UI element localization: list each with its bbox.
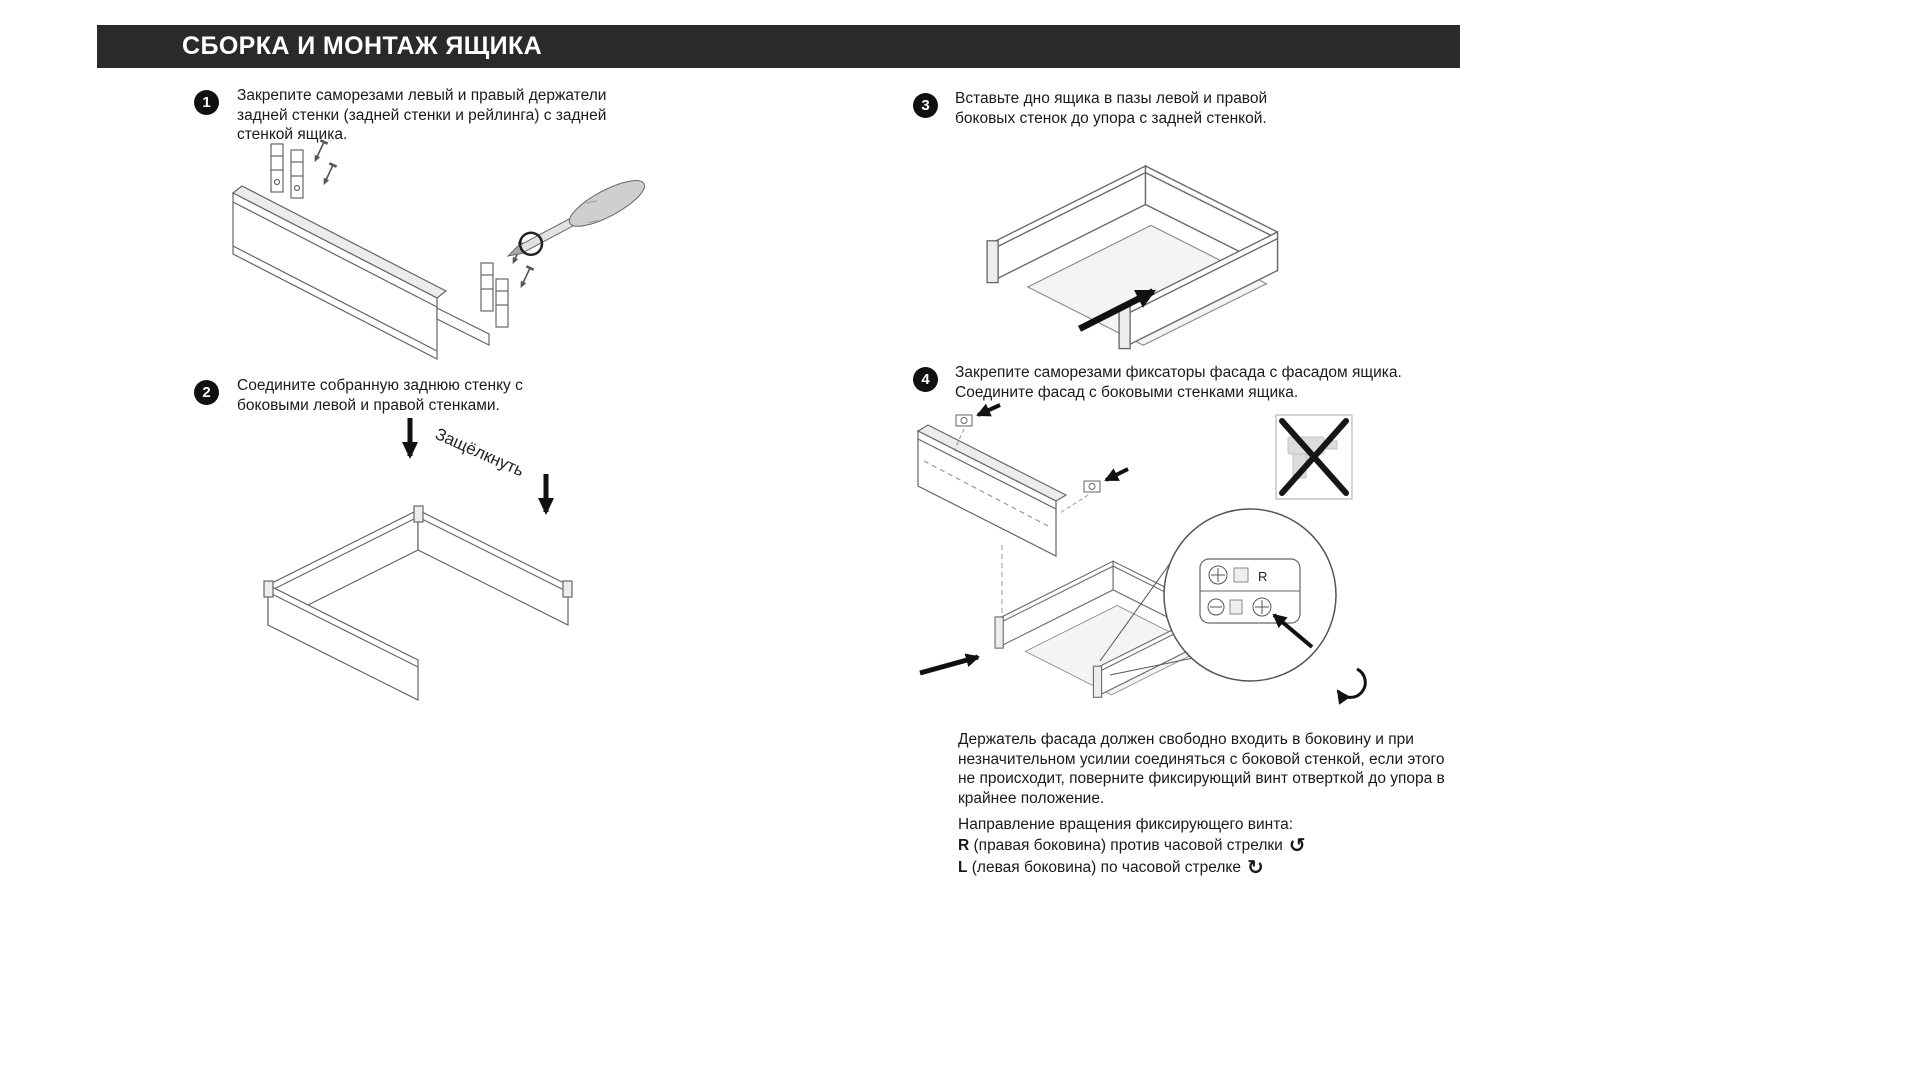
prohibited-cross-icon [1279, 418, 1349, 496]
clockwise-icon: ↻ [1247, 857, 1264, 879]
facade-fixator-top [953, 403, 1001, 452]
rear-wall-holder-left [270, 143, 304, 199]
drawer-bottom-panel [1026, 224, 1268, 346]
page-title: СБОРКА И МОНТАЖ ЯЩИКА [182, 32, 543, 60]
fixing-screw-icon [1207, 597, 1272, 617]
step-3-illustration [986, 164, 1279, 350]
rotation-right-letter: R [958, 837, 970, 854]
facade-holder-note: Держатель фасада должен свободно входить… [958, 731, 1445, 807]
side-panel-detail-magnifier: R [1163, 508, 1337, 682]
rotation-left-letter: L [958, 859, 968, 876]
screwdriver-icon [506, 180, 645, 257]
rear-wall-panel [231, 185, 490, 360]
step-1-text: Закрепите саморезами левый и правый держ… [237, 87, 607, 143]
step-4-number: 4 [921, 371, 930, 388]
rotation-left-text: (левая боковина) по часовой стрелке [967, 859, 1241, 876]
insert-direction-arrow [1078, 288, 1157, 332]
drawer-frame [263, 505, 573, 701]
facade-panel [916, 424, 1068, 557]
screw-rotation-arrow-icon [1336, 667, 1367, 705]
step-3-text: Вставьте дно ящика в пазы левой и правой… [955, 90, 1268, 127]
step-1-illustration [231, 139, 645, 360]
rotation-right-text: (правая боковина) против часовой стрелки [969, 837, 1283, 854]
rotation-direction-block: Направление вращения фиксирующего винта:… [958, 814, 1498, 879]
step-4-illustration: R [916, 403, 1367, 705]
screws-left-icon [314, 139, 338, 186]
step-2-text: Соедините собранную заднюю стенку с боко… [237, 377, 523, 414]
title-bar: СБОРКА И МОНТАЖ ЯЩИКА [97, 25, 1460, 68]
facade-fixator-bottom [1059, 467, 1129, 514]
step-4-text: Закрепите саморезами фиксаторы фасада с … [955, 364, 1402, 401]
adjustment-screw-top-icon [1208, 565, 1228, 585]
drawer-walls [986, 164, 1279, 350]
rear-wall-holder-right [480, 262, 509, 328]
rotation-title: Направление вращения фиксирующего винта: [958, 816, 1294, 833]
drill-prohibited-icon [1275, 414, 1353, 500]
step-2-number: 2 [202, 384, 211, 401]
step-1-number: 1 [202, 94, 211, 111]
step-2-badge: 2 [194, 380, 219, 405]
step-3-badge: 3 [913, 93, 938, 118]
rotation-right-line: R (правая боковина) против часовой стрел… [958, 835, 1498, 857]
counterclockwise-icon: ↺ [1288, 835, 1306, 857]
step-4-badge: 4 [913, 367, 938, 392]
side-marker-label: R [1258, 569, 1267, 584]
screwdriver-point-arrow [1272, 613, 1314, 649]
step-3-number: 3 [921, 97, 930, 114]
step-1-badge: 1 [194, 90, 219, 115]
facade-attach-arrow [919, 653, 980, 676]
snap-label: Защёлкнуть [432, 424, 527, 480]
rotation-left-line: L (левая боковина) по часовой стрелке ↻ [958, 857, 1498, 879]
step-2-illustration: Защёлкнуть [263, 418, 573, 701]
